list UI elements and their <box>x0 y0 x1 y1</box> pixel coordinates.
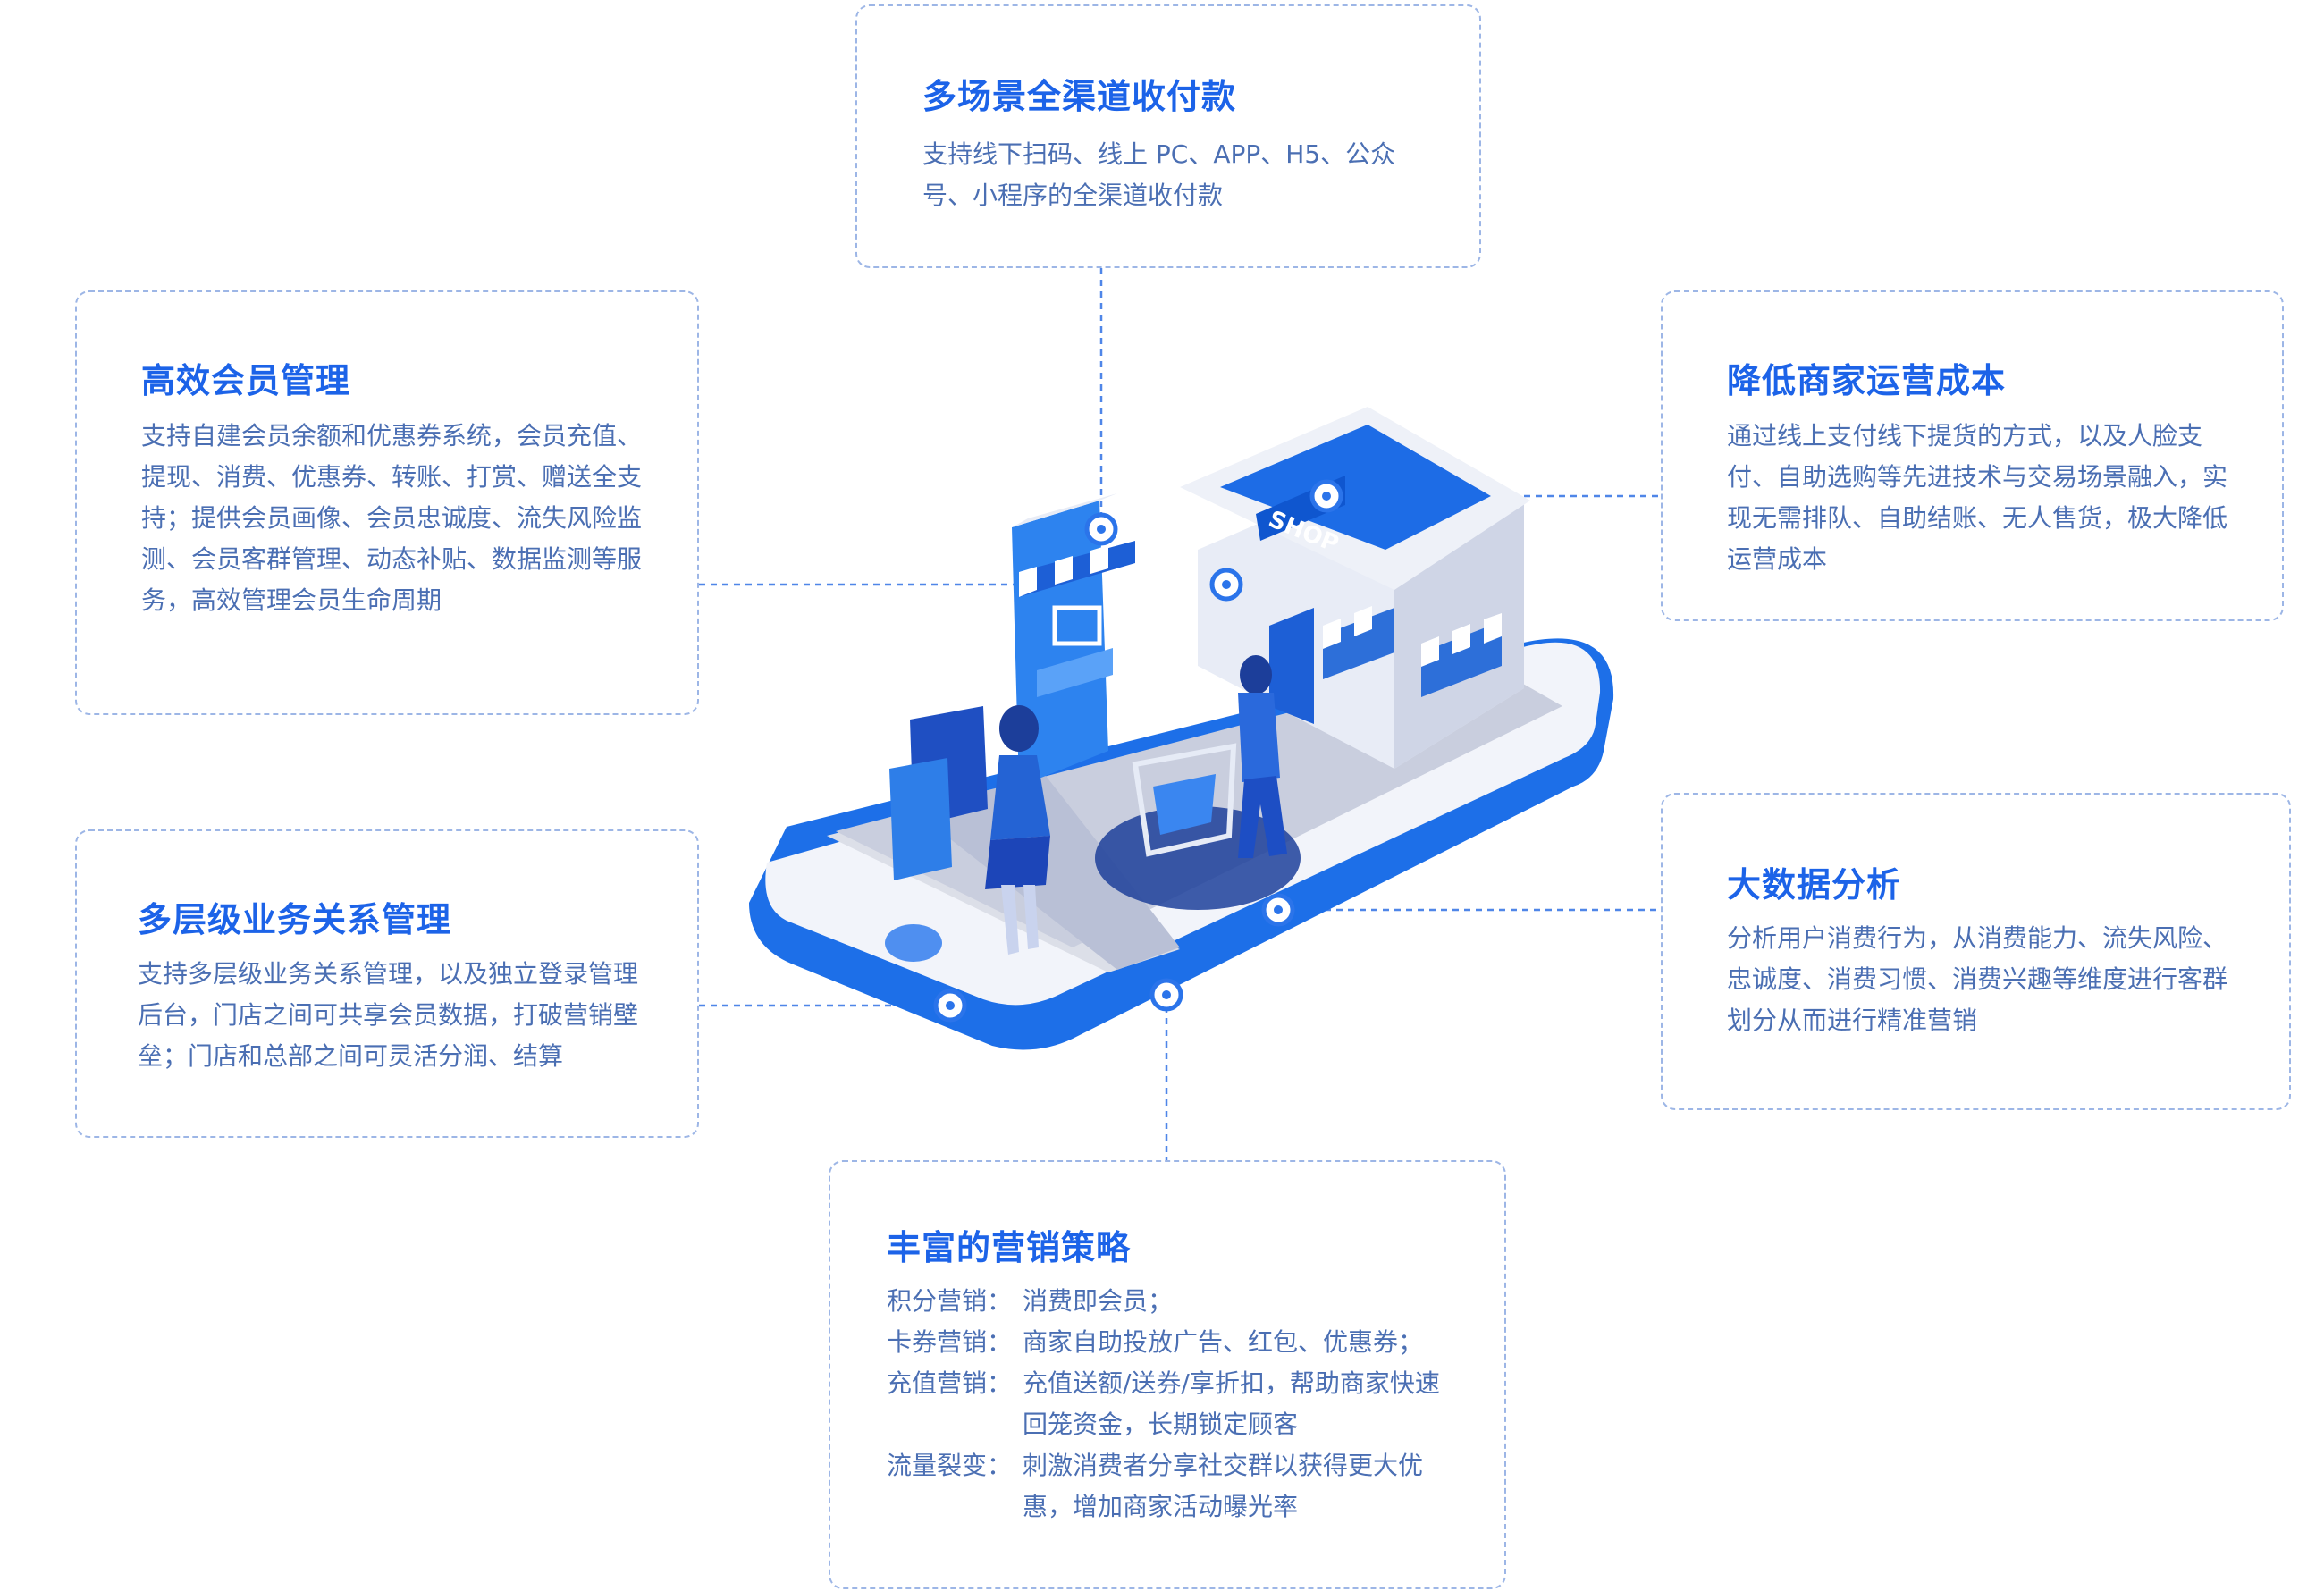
connector-markers <box>933 479 1343 1023</box>
list-item: 充值营销： 充值送额/送券/享折扣，帮助商家快速回笼资金，长期锁定顾客 <box>887 1363 1459 1445</box>
card-title: 降低商家运营成本 <box>1727 361 2007 400</box>
item-label: 积分营销： <box>887 1286 1013 1316</box>
home-button <box>885 924 942 962</box>
mobile-store-screen <box>1012 493 1135 787</box>
list-item: 卡券营销： 商家自助投放广告、红包、优惠券； <box>887 1322 1459 1363</box>
list-item: 流量裂变： 刺激消费者分享社交群以获得更大优惠，增加商家活动曝光率 <box>887 1445 1459 1528</box>
card-big-data: 大数据分析 分析用户消费行为，从消费能力、流失风险、忠诚度、消费习惯、消费兴趣等… <box>1661 793 2291 1110</box>
card-title: 多层级业务关系管理 <box>138 900 452 939</box>
item-label: 充值营销： <box>887 1368 1013 1398</box>
card-omnichannel-payment: 多场景全渠道收付款 支持线下扫码、线上 PC、APP、H5、公众号、小程序的全渠… <box>855 4 1481 268</box>
card-reduce-cost: 降低商家运营成本 通过线上支付线下提货的方式，以及人脸支付、自助选购等先进技术与… <box>1661 290 2284 621</box>
card-multilevel-management: 多层级业务关系管理 支持多层级业务关系管理，以及独立登录管理后台，门店之间可共享… <box>75 829 699 1138</box>
item-text: 充值送额/送券/享折扣，帮助商家快速回笼资金，长期锁定顾客 <box>1023 1368 1440 1439</box>
man-with-cart <box>1095 655 1301 910</box>
card-member-management: 高效会员管理 支持自建会员余额和优惠券系统，会员充值、提现、消费、优惠券、转账、… <box>75 290 699 715</box>
card-title: 多场景全渠道收付款 <box>922 77 1237 116</box>
item-text: 刺激消费者分享社交群以获得更大优惠，增加商家活动曝光率 <box>1023 1451 1424 1521</box>
card-description: 通过线上支付线下提货的方式，以及人脸支付、自助选购等先进技术与交易场景融入，实现… <box>1727 421 2228 574</box>
list-item: 积分营销： 消费即会员； <box>887 1281 1459 1322</box>
card-title: 高效会员管理 <box>141 361 351 400</box>
card-description: 支持多层级业务关系管理，以及独立登录管理后台，门店之间可共享会员数据，打破营销壁… <box>138 959 639 1071</box>
item-text: 消费即会员； <box>1023 1286 1174 1316</box>
card-description: 分析用户消费行为，从消费能力、流失风险、忠诚度、消费习惯、消费兴趣等维度进行客群… <box>1727 923 2228 1035</box>
card-title: 丰富的营销策略 <box>887 1228 1132 1267</box>
item-label: 流量裂变： <box>887 1451 1013 1480</box>
item-label: 卡券营销： <box>887 1327 1013 1357</box>
card-marketing-strategy: 丰富的营销策略 积分营销： 消费即会员； 卡券营销： 商家自助投放广告、红包、优惠券… <box>829 1160 1506 1589</box>
card-description: 支持自建会员余额和优惠券系统，会员充值、提现、消费、优惠券、转账、打赏、赠送全支… <box>141 421 643 615</box>
shopping-bags <box>889 706 988 880</box>
marketing-list: 积分营销：消费即会员； 卡券营销：商家自助投放广告、红包、优惠券； 充值营销：充… <box>887 1281 1459 1528</box>
item-text: 商家自助投放广告、红包、优惠券； <box>1023 1327 1424 1357</box>
card-description: 支持线下扫码、线上 PC、APP、H5、公众号、小程序的全渠道收付款 <box>922 139 1396 210</box>
card-title: 大数据分析 <box>1727 865 1902 905</box>
woman-figure <box>985 705 1050 955</box>
